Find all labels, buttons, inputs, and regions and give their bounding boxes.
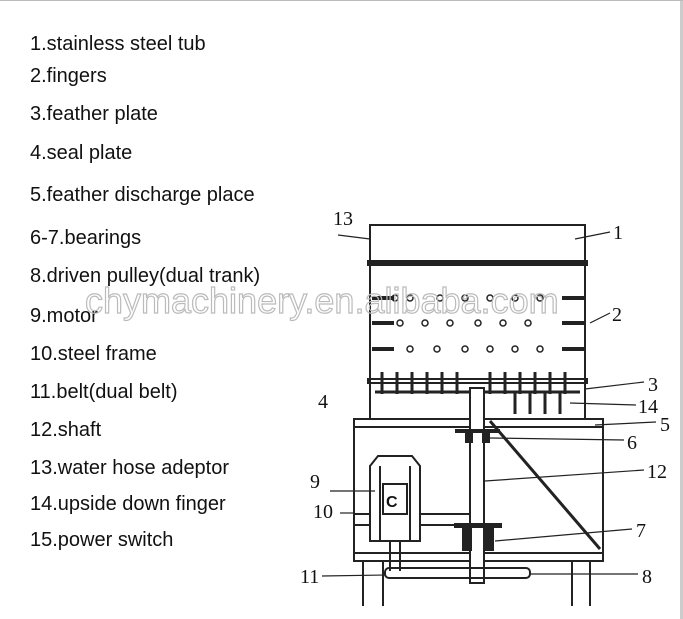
- finger: [533, 372, 537, 394]
- finger: [410, 372, 414, 394]
- finger-hole: [524, 319, 532, 327]
- callout-12: 12: [647, 461, 667, 483]
- finger-hole: [461, 294, 469, 302]
- discharge-chute: [488, 420, 602, 550]
- legend-item: 15.power switch: [30, 529, 174, 551]
- finger-hole: [536, 345, 544, 353]
- edge-bar: [680, 1, 683, 619]
- callout-14: 14: [638, 396, 658, 418]
- motor: [369, 455, 421, 542]
- finger-hole: [461, 345, 469, 353]
- callout-1: 1: [613, 222, 623, 244]
- finger: [563, 372, 567, 394]
- upside-down-finger: [528, 392, 532, 414]
- finger-hole: [474, 319, 482, 327]
- callout-8: 8: [642, 566, 652, 588]
- callout-4: 4: [318, 391, 328, 413]
- legend-item: 10.steel frame: [30, 343, 157, 365]
- legend-item: 14.upside down finger: [30, 493, 226, 515]
- finger-hole: [436, 294, 444, 302]
- callout-7: 7: [636, 520, 646, 542]
- finger: [548, 372, 552, 394]
- legend-item: 8.driven pulley(dual trank): [30, 265, 261, 287]
- finger: [380, 372, 384, 394]
- finger-bar: [372, 321, 394, 325]
- callout-6: 6: [627, 432, 637, 454]
- tub-band: [367, 260, 588, 266]
- finger: [395, 372, 399, 394]
- finger-hole: [433, 345, 441, 353]
- watermark: chymachinery.en.alibaba.com: [85, 280, 559, 321]
- finger-bar: [372, 296, 394, 300]
- finger-hole: [406, 294, 414, 302]
- upside-down-finger: [543, 392, 547, 414]
- finger: [440, 372, 444, 394]
- finger-hole: [511, 294, 519, 302]
- legend-item: 2.fingers: [30, 65, 107, 87]
- belt: [384, 567, 531, 579]
- upside-down-finger: [513, 392, 517, 414]
- legend-item: 13.water hose adeptor: [30, 457, 230, 479]
- legend-item: 4.seal plate: [30, 142, 133, 164]
- callout-3: 3: [648, 374, 658, 396]
- legend-item: 3.feather plate: [30, 103, 158, 125]
- legend-item: 11.belt(dual belt): [30, 381, 178, 403]
- finger-bar: [562, 321, 584, 325]
- finger-bar: [372, 347, 394, 351]
- shaft: [469, 387, 485, 584]
- finger-hole: [486, 294, 494, 302]
- callout-13: 13: [333, 208, 353, 230]
- finger-hole: [499, 319, 507, 327]
- finger-bar: [562, 296, 584, 300]
- finger-hole: [536, 294, 544, 302]
- finger: [488, 372, 492, 394]
- motor-letter: C: [386, 494, 398, 511]
- plate-band: [367, 378, 588, 384]
- tub-top: [369, 224, 586, 264]
- legend-item: 5.feather discharge place: [30, 184, 255, 206]
- finger-hole: [486, 345, 494, 353]
- finger-hole: [446, 319, 454, 327]
- legend-item: 12.shaft: [30, 419, 102, 441]
- finger-hole: [396, 319, 404, 327]
- finger: [455, 372, 459, 394]
- upside-down-finger: [558, 392, 562, 414]
- finger-hole: [511, 345, 519, 353]
- leader-lines: [321, 231, 657, 577]
- callout-10: 10: [313, 501, 333, 523]
- legend-item: 9.motor: [30, 305, 98, 327]
- finger: [518, 372, 522, 394]
- finger-bar: [562, 347, 584, 351]
- callout-5: 5: [660, 414, 670, 436]
- finger-hole: [406, 345, 414, 353]
- callout-11: 11: [300, 566, 319, 588]
- callout-2: 2: [612, 304, 622, 326]
- finger: [503, 372, 507, 394]
- finger: [425, 372, 429, 394]
- motor-box: [382, 483, 408, 515]
- callout-9: 9: [310, 471, 320, 493]
- finger-hole: [391, 294, 399, 302]
- fingers: [372, 294, 584, 414]
- legend-item: 6-7.bearings: [30, 227, 142, 249]
- legend-item: 1.stainless steel tub: [30, 33, 206, 55]
- bearings: [454, 429, 502, 551]
- finger-hole: [421, 319, 429, 327]
